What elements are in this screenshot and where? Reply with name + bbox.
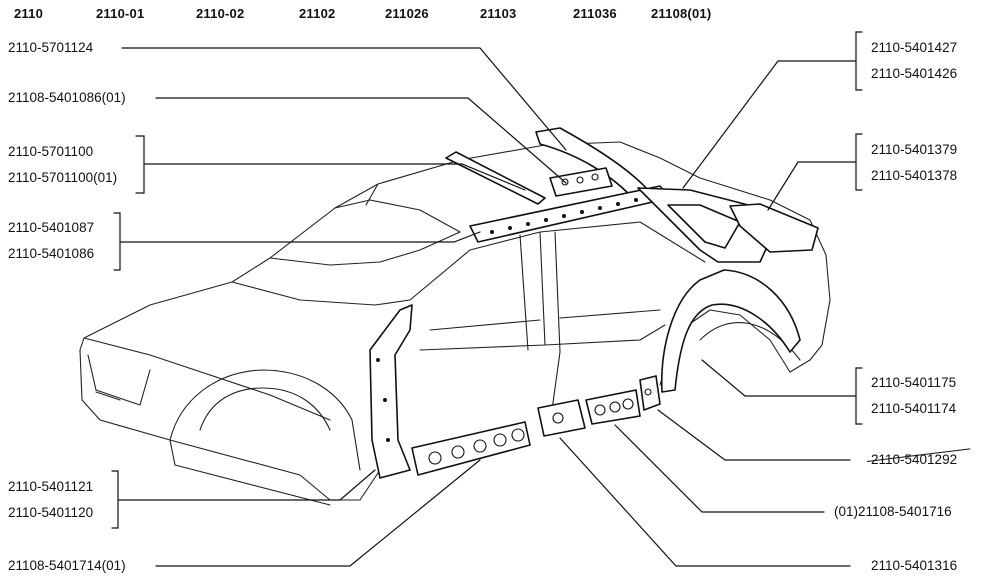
- part-a-pillar-inner: [369, 304, 413, 479]
- leader-c07: [682, 60, 857, 189]
- model-code: 211036: [573, 6, 617, 21]
- part-front-sill: [411, 421, 531, 476]
- part-number: 2110-5401175: [871, 375, 957, 390]
- leader-c11: [614, 424, 825, 513]
- part-number: 21108-5401086(01): [8, 90, 126, 105]
- part-number: 2110-5701100(01): [8, 170, 118, 185]
- bracket-c08: [855, 133, 863, 191]
- model-code: 21108(01): [651, 6, 712, 21]
- leader-c04: [119, 231, 481, 243]
- model-code: 21103: [480, 6, 517, 21]
- front-wheel-arch: [169, 369, 361, 471]
- part-number: (01)21108-5401716: [834, 504, 952, 519]
- leader-c09: [701, 359, 857, 397]
- model-code: 21102: [299, 6, 336, 21]
- part-number: 2110-5401378: [871, 168, 958, 183]
- part-roof-rail-reinforcement: [549, 167, 613, 197]
- part-number: 2110-5401087: [8, 220, 95, 235]
- part-rear-wheel-arch: [660, 269, 801, 393]
- leader-c05: [117, 469, 376, 501]
- part-number: 2110-5401120: [8, 505, 94, 520]
- part-number: 21108-5401714(01): [8, 558, 126, 573]
- part-roof-side-rail: [469, 185, 671, 243]
- leader-c06: [155, 459, 481, 567]
- part-number: 2110-5401174: [871, 401, 957, 416]
- part-number: 2110-5401426: [871, 66, 958, 81]
- bracket-c09: [855, 367, 863, 425]
- part-number: 2110-5401427: [871, 40, 958, 55]
- part-number: 2110-5701100: [8, 144, 94, 159]
- part-rear-panel: [729, 203, 819, 253]
- part-number: 2110-5401379: [871, 142, 958, 157]
- part-number: 2110-5701124: [8, 40, 94, 55]
- bracket-c05: [111, 470, 119, 529]
- leader-c10: [657, 409, 851, 461]
- bracket-c04: [113, 212, 121, 271]
- leader-c12: [559, 437, 851, 567]
- leader-c01: [121, 47, 567, 151]
- bracket-c07: [855, 31, 863, 91]
- part-center-sill: [537, 399, 586, 437]
- part-number-struck: 2110-5401292: [871, 452, 958, 467]
- part-bracket: [639, 375, 661, 411]
- part-number: 2110-5401121: [8, 479, 94, 494]
- bracket-c03: [135, 135, 145, 194]
- leader-c08: [767, 161, 857, 211]
- model-code: 211026: [385, 6, 429, 21]
- model-code: 2110: [14, 6, 44, 21]
- leader-c03: [143, 163, 526, 191]
- part-number: 2110-5401316: [871, 558, 958, 573]
- part-number: 2110-5401086: [8, 246, 95, 261]
- model-code: 2110-02: [196, 6, 245, 21]
- model-code: 2110-01: [96, 6, 145, 21]
- leader-c02: [155, 97, 567, 184]
